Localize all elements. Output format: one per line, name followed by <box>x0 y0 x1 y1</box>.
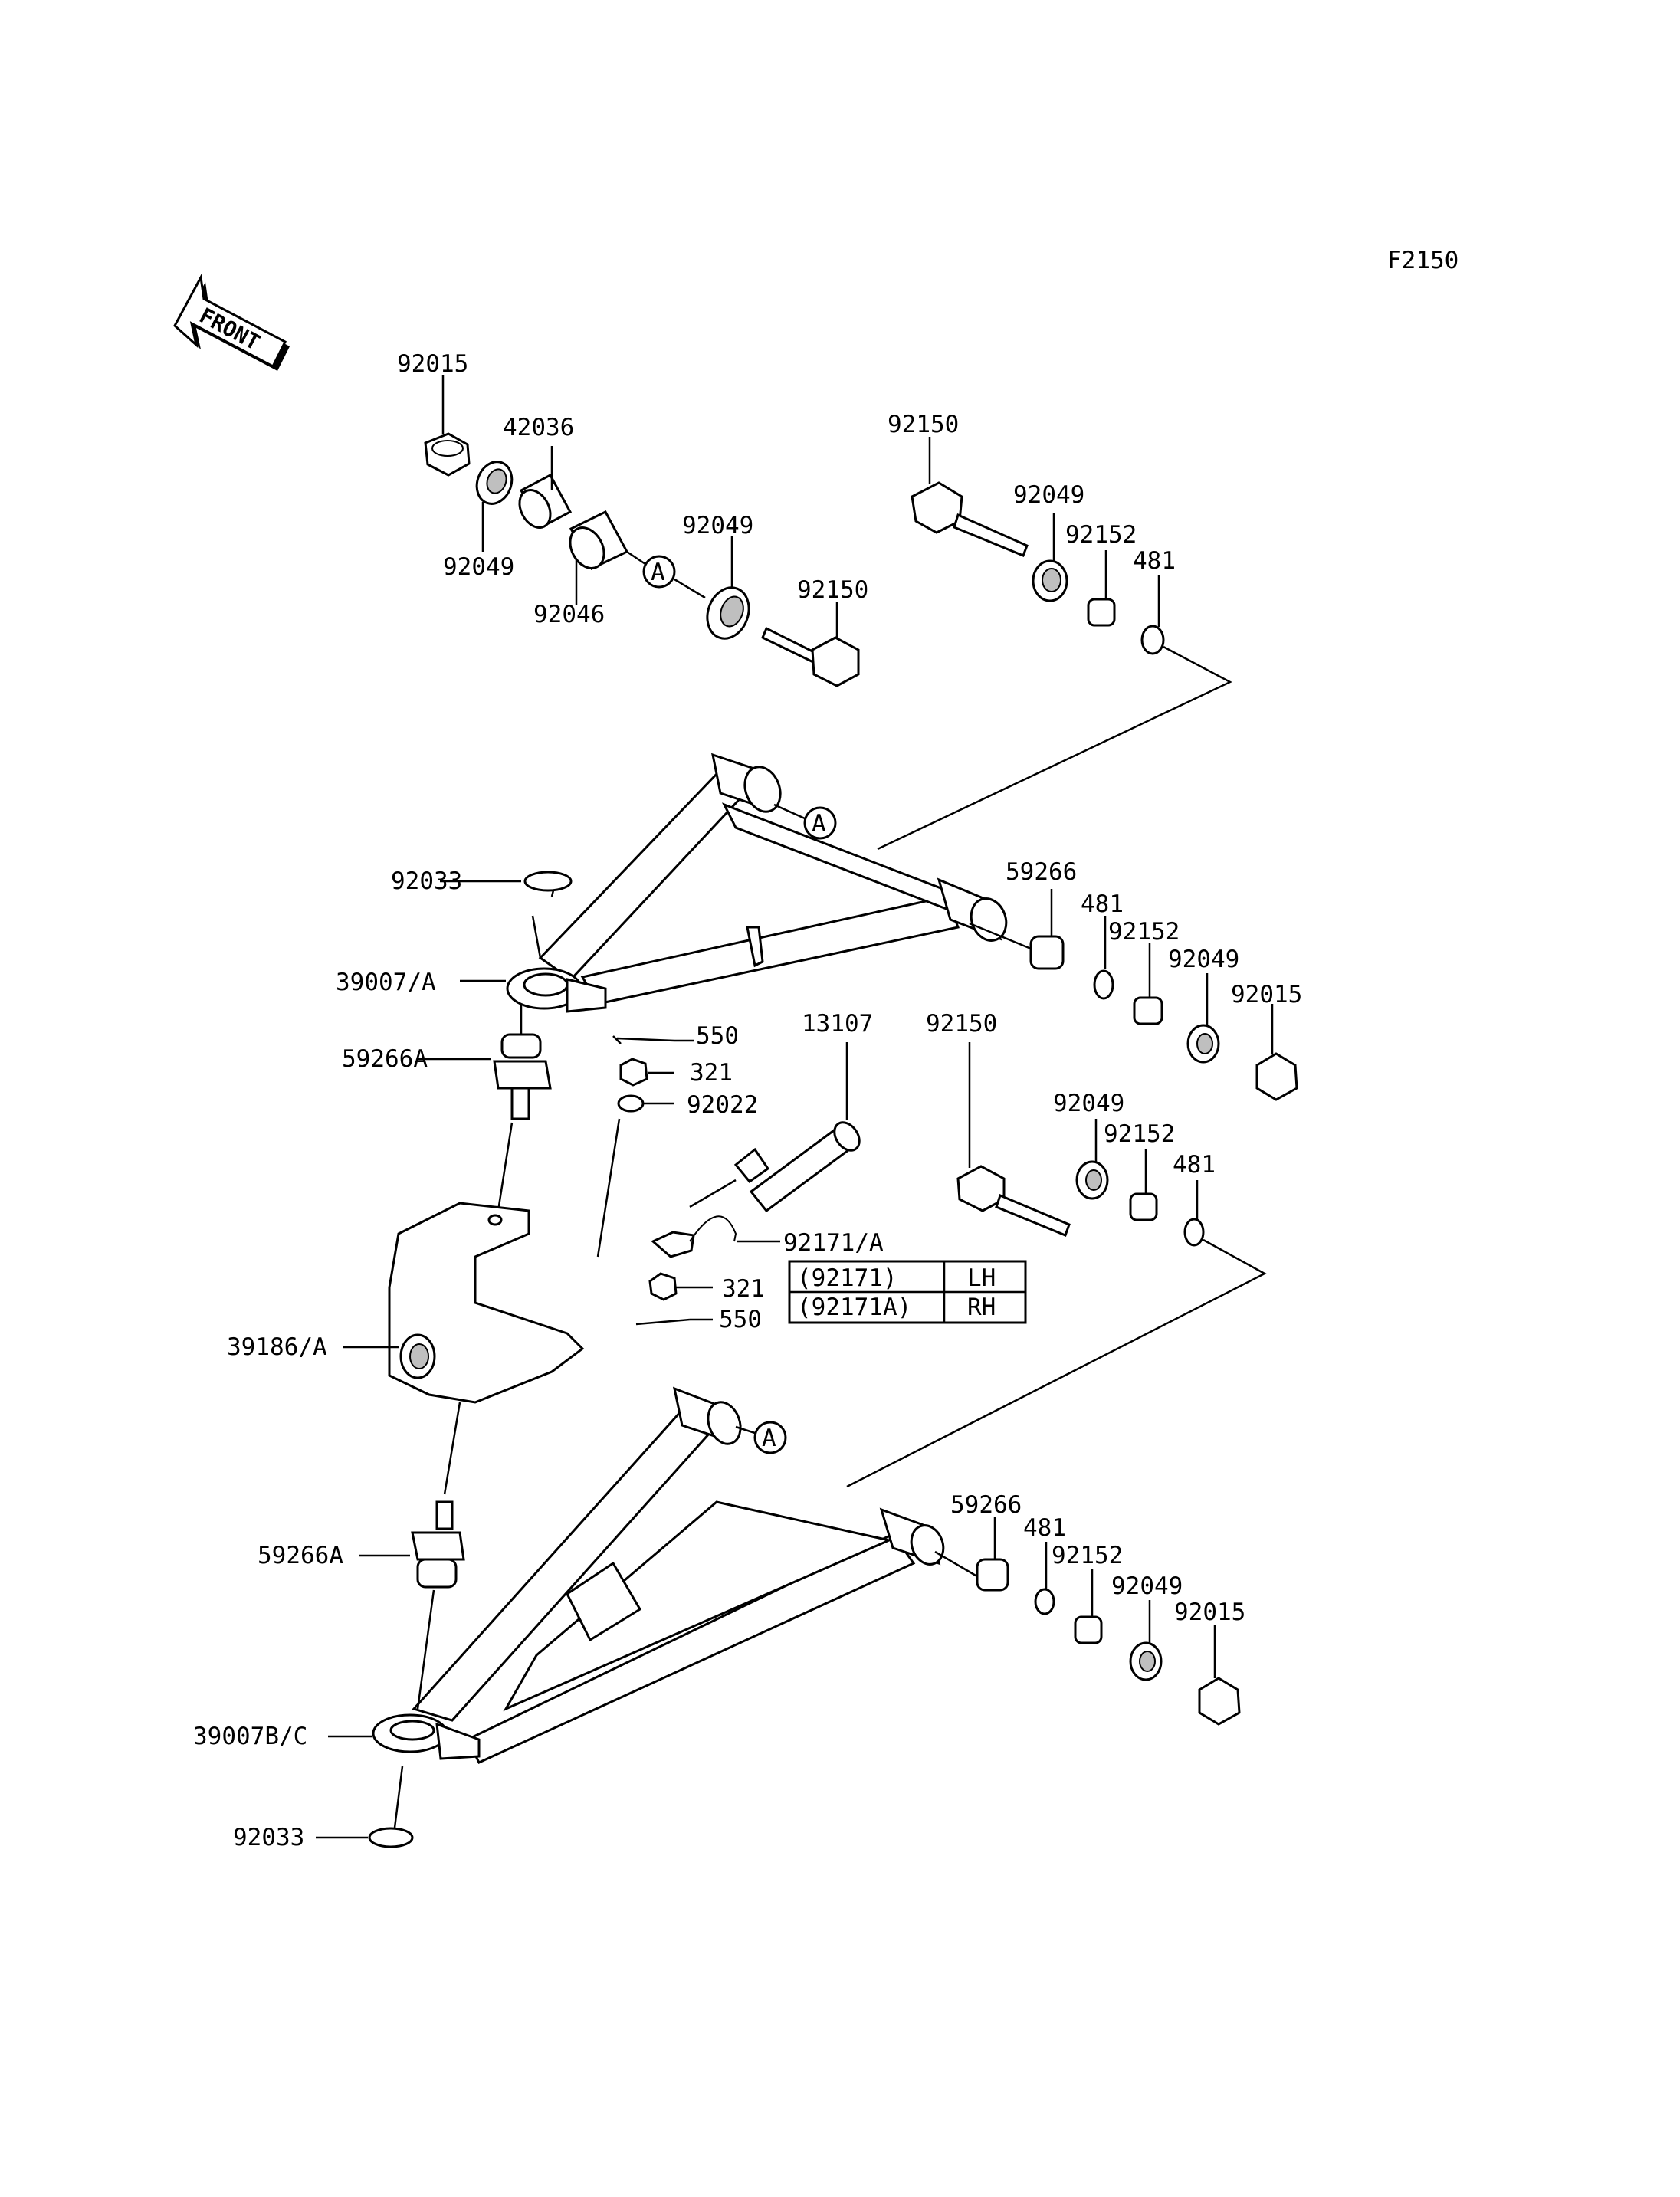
circlip-icon <box>1093 969 1114 1000</box>
figure-code: F2150 <box>1387 247 1459 274</box>
bolt-icon <box>761 602 860 687</box>
callout-label: 13107 <box>802 1010 873 1038</box>
callout-label: 92049 <box>1013 481 1084 509</box>
callout-label: 59266 <box>950 1491 1022 1519</box>
cotter-nut-washer-upper <box>596 1035 694 1258</box>
legend-row-side: RH <box>967 1294 996 1321</box>
collar-icon <box>1133 996 1163 1025</box>
svg-text:A: A <box>762 1425 776 1452</box>
upper-pivot-hardware-right <box>969 889 1298 1101</box>
callout-label: 92049 <box>443 553 514 581</box>
legend-row-part: (92171) <box>797 1264 897 1292</box>
callout-label: 39007/A <box>336 969 436 996</box>
collar-icon <box>1129 1192 1158 1221</box>
callout-label: 481 <box>1023 1514 1066 1542</box>
callout-label: 321 <box>722 1275 765 1303</box>
upper-a-arm: A <box>460 753 1008 1013</box>
bushing-icon <box>976 1558 1009 1592</box>
lower-a-arm: A <box>328 1386 945 1764</box>
callout-label: 481 <box>1133 547 1176 575</box>
cotter-nut-lower <box>635 1272 713 1326</box>
callout-label: 550 <box>719 1306 762 1333</box>
callout-label: 92046 <box>533 601 605 628</box>
svg-text:A: A <box>812 810 826 838</box>
callout-label: 39007B/C <box>193 1723 307 1750</box>
callout-label: 92171/A <box>783 1229 884 1257</box>
legend-row-side: LH <box>967 1264 996 1292</box>
callout-label: 92049 <box>1053 1090 1124 1117</box>
callout-label: 481 <box>1081 890 1124 918</box>
upper-arm-bushing-hardware: A <box>424 375 1232 851</box>
lh-rh-legend-table: (92171) LH (92171A) RH <box>788 1260 1027 1324</box>
callout-label: 92150 <box>926 1010 997 1038</box>
callout-label: 39186/A <box>227 1333 327 1361</box>
front-arrow-icon: FRONT <box>173 274 290 371</box>
ball-joint-upper <box>418 1004 552 1212</box>
ref-marker-a-icon <box>753 1421 787 1454</box>
callout-label: 92150 <box>797 576 868 604</box>
circlip-icon <box>1140 625 1165 655</box>
callout-label: 59266A <box>258 1542 343 1569</box>
nut-icon <box>1255 1052 1298 1101</box>
callout-label: 42036 <box>503 414 574 441</box>
nut-icon <box>424 432 471 477</box>
callout-label: 321 <box>690 1059 733 1087</box>
callout-label: 92049 <box>682 512 753 539</box>
callout-label: 92049 <box>1111 1572 1183 1600</box>
callout-label: 92152 <box>1108 918 1180 946</box>
bushing-icon <box>1029 935 1065 970</box>
callout-label: 92033 <box>391 867 462 895</box>
circlip-icon <box>368 1827 414 1848</box>
collar-icon <box>1087 598 1116 627</box>
callout-labels: 92015 42036 92049 92046 92049 92150 9215… <box>193 350 1302 1851</box>
front-label: FRONT <box>195 303 264 356</box>
callout-label: 92015 <box>1174 1599 1245 1626</box>
cotter-spring <box>651 1215 780 1258</box>
ref-marker-a-icon <box>642 555 676 589</box>
callout-label: 92015 <box>397 350 468 378</box>
callout-label: 59266A <box>342 1045 428 1073</box>
callout-label: 92150 <box>888 411 959 438</box>
circlip-icon <box>523 871 573 892</box>
callout-label: 92015 <box>1231 981 1302 1008</box>
legend-row-part: (92171A) <box>797 1294 911 1321</box>
circlip-icon <box>1034 1588 1055 1615</box>
spindle <box>689 1042 861 1213</box>
circlip-icon <box>1183 1218 1205 1247</box>
nut-icon <box>1198 1677 1241 1726</box>
ref-marker-a-icon <box>803 806 837 840</box>
lower-pivot-hardware-right <box>934 1517 1241 1726</box>
callout-label: 92152 <box>1104 1120 1175 1148</box>
bolt-icon <box>911 437 1029 557</box>
callout-label: 481 <box>1173 1151 1216 1179</box>
callout-label: 92152 <box>1065 521 1137 549</box>
callout-label: 92152 <box>1052 1542 1123 1569</box>
ball-joint-lower <box>359 1500 465 1710</box>
collar-icon <box>1074 1615 1103 1644</box>
lower-arm-hardware-mid <box>846 1042 1267 1488</box>
steering-knuckle <box>343 1202 585 1495</box>
callout-label: 550 <box>696 1022 739 1050</box>
callout-label: 92033 <box>233 1824 304 1851</box>
callout-label: 59266 <box>1006 858 1077 886</box>
callout-label: 92022 <box>687 1091 758 1119</box>
svg-text:A: A <box>651 559 665 586</box>
callout-label: 92049 <box>1168 946 1239 973</box>
